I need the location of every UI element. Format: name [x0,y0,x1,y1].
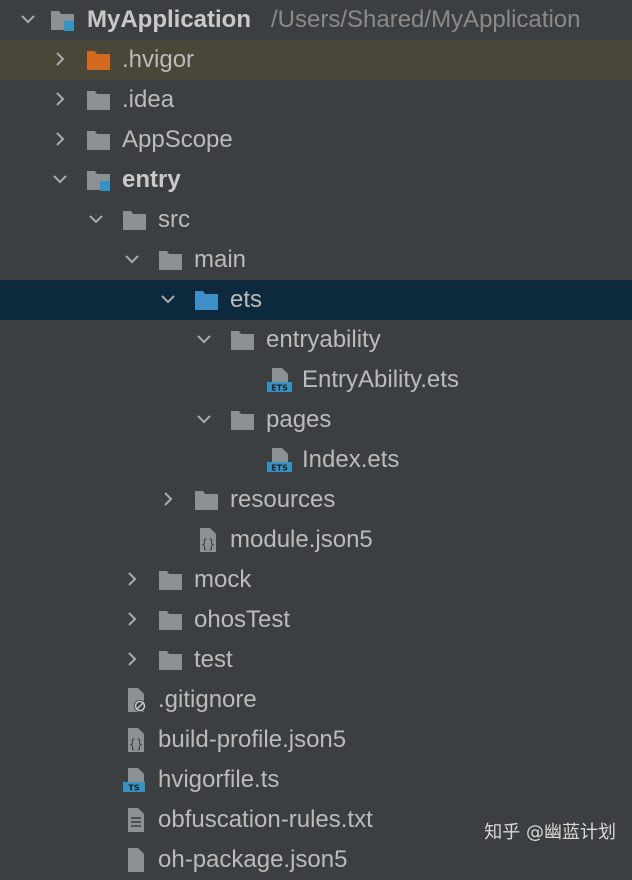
folder-icon [123,211,146,230]
tree-row-entryability-ets[interactable]: ETS EntryAbility.ets [0,360,632,400]
folder-icon [87,91,110,110]
tree-row-module-json5[interactable]: {} module.json5 [0,520,632,560]
chevron-right-icon[interactable] [122,649,142,669]
tree-label-pages: pages [266,406,332,433]
tree-row-entry[interactable]: entry [0,160,632,200]
folder-icon [231,411,254,430]
chevron-right-icon[interactable] [50,49,70,69]
tree-label-hvigorfile: hvigorfile.ts [158,766,280,793]
tree-label-entryability-ets: EntryAbility.ets [302,366,459,393]
svg-text:{}: {} [129,737,143,751]
module-folder-icon [51,11,74,31]
tree-row-pages[interactable]: pages [0,400,632,440]
chevron-down-icon[interactable] [50,169,70,189]
tree-label-ohostest: ohosTest [194,606,291,633]
chevron-right-icon[interactable] [50,129,70,149]
tree-label-partial: oh-package.json5 [158,846,348,873]
tree-row-resources[interactable]: resources [0,480,632,520]
chevron-right-icon[interactable] [122,569,142,589]
watermark: 知乎 @幽蓝计划 [484,822,616,843]
text-file-icon [128,808,144,832]
tree-label-main: main [194,246,247,273]
tree-label-ets: ets [230,286,263,313]
tree-label-module-json5: module.json5 [230,526,373,553]
tree-label-build-profile: build-profile.json5 [158,726,347,753]
tree-row-hvigor[interactable]: .hvigor [0,40,632,80]
tree-row-entryability[interactable]: entryability [0,320,632,360]
ets-badge: ETS [271,464,288,473]
module-folder-icon [87,171,110,191]
tree-row-myapplication[interactable]: MyApplication /Users/Shared/MyApplicatio… [0,0,632,40]
chevron-down-icon[interactable] [86,209,106,229]
source-folder-icon [195,291,218,310]
tree-row-ohostest[interactable]: ohosTest [0,600,632,640]
folder-excluded-icon [87,51,110,70]
tree-row-partial[interactable]: oh-package.json5 [0,840,632,880]
svg-text:{}: {} [201,537,215,551]
tree-label-index-ets: Index.ets [302,446,400,473]
folder-icon [195,491,218,510]
tree-label-appscope: AppScope [122,126,233,153]
chevron-right-icon[interactable] [158,489,178,509]
tree-label-hvigor: .hvigor [122,46,195,73]
tree-row-index-ets[interactable]: ETS Index.ets [0,440,632,480]
tree-row-gitignore[interactable]: .gitignore [0,680,632,720]
ets-badge: ETS [271,384,288,393]
chevron-right-icon[interactable] [122,609,142,629]
ignore-file-icon [128,688,146,712]
chevron-down-icon[interactable] [122,249,142,269]
tree-row-mock[interactable]: mock [0,560,632,600]
project-path: /Users/Shared/MyApplication [271,6,581,33]
tree-label-entry: entry [122,166,181,193]
json-file-icon: {} [200,528,216,552]
tree-label-gitignore: .gitignore [158,686,257,713]
ts-file-icon: TS [123,768,145,793]
tree-label-src: src [158,206,190,233]
tree-row-hvigorfile[interactable]: TS hvigorfile.ts [0,760,632,800]
tree-label-myapplication: MyApplication [87,6,252,33]
chevron-down-icon[interactable] [194,409,214,429]
folder-icon [159,571,182,590]
tree-row-obfuscation[interactable]: obfuscation-rules.txt [0,800,632,840]
tree-label-entryability: entryability [266,326,381,353]
chevron-down-icon[interactable] [158,289,178,309]
tree-label-mock: mock [194,566,252,593]
tree-row-test[interactable]: test [0,640,632,680]
ts-badge: TS [128,784,139,793]
json-file-icon: {} [128,728,144,752]
tree-row-main[interactable]: main [0,240,632,280]
tree-row-src[interactable]: src [0,200,632,240]
folder-icon [159,651,182,670]
folder-icon [159,611,182,630]
tree-label-obfuscation: obfuscation-rules.txt [158,806,373,833]
tree-label-resources: resources [230,486,336,513]
tree-row-appscope[interactable]: AppScope [0,120,632,160]
folder-icon [87,131,110,150]
ets-file-icon: ETS [267,448,292,473]
tree-label-idea: .idea [122,86,175,113]
tree-row-idea[interactable]: .idea [0,80,632,120]
tree-label-test: test [194,646,233,673]
ets-file-icon: ETS [267,368,292,393]
folder-icon [159,251,182,270]
folder-icon [231,331,254,350]
chevron-down-icon[interactable] [18,9,38,29]
tree-row-build-profile[interactable]: {} build-profile.json5 [0,720,632,760]
tree-row-ets[interactable]: ets [0,280,632,320]
chevron-down-icon[interactable] [194,329,214,349]
chevron-right-icon[interactable] [50,89,70,109]
json-file-icon [128,848,144,872]
